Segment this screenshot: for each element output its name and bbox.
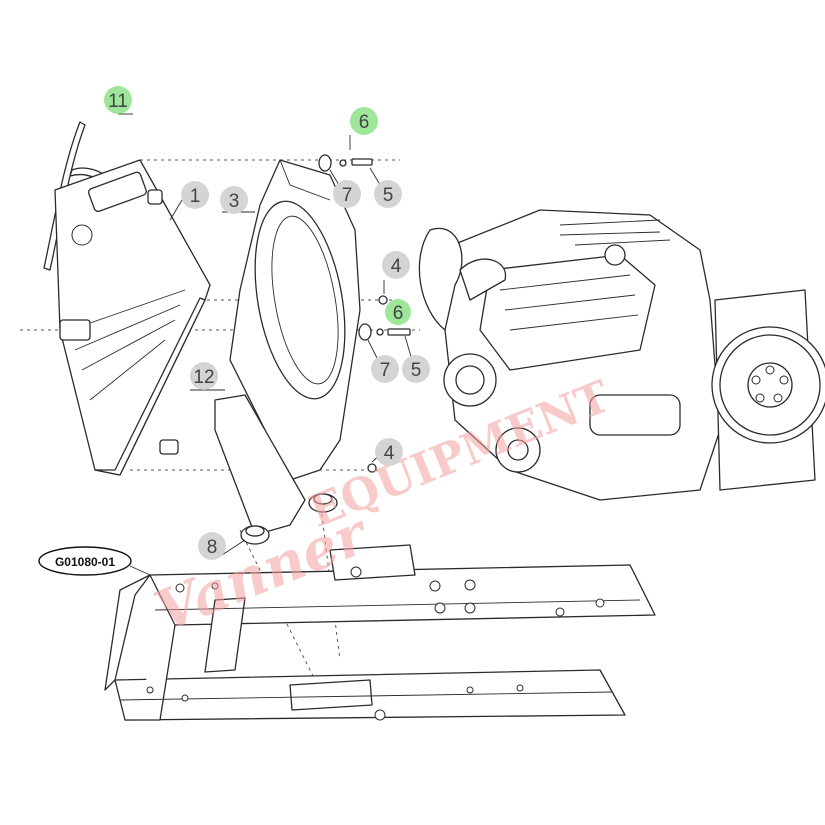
callout-11: 11 [104,86,133,115]
callout-label: 7 [342,185,353,206]
callout-label: 6 [359,112,370,133]
callout-6-top: 6 [349,107,378,150]
callout-1: 1 [169,181,209,221]
callout-5-top: 5 [369,167,402,208]
callout-bubble [190,362,218,390]
assembly-lines [20,159,420,691]
callout-bubble [198,532,226,560]
engine [418,209,825,501]
callout-label: 5 [411,360,422,381]
callout-bubble [220,186,248,214]
callout-4-upper: 4 [382,251,410,294]
callout-7-top: 7 [329,169,361,208]
callout-label: 4 [391,256,402,277]
callout-7-mid: 7 [367,339,399,383]
callout-label: 12 [193,367,214,388]
callout-bubble [402,355,430,383]
callout-label: 6 [393,303,404,324]
diagram-id-text: G01080-01 [55,555,115,569]
callouts: 11 6 1 3 7 5 4 [104,86,430,560]
callout-label: 7 [380,360,391,381]
callout-bubble [374,180,402,208]
callout-bubble [350,107,378,135]
callout-label: 4 [384,443,395,464]
fasteners [318,154,411,473]
callout-bubble [371,355,399,383]
callout-bubble [104,86,132,114]
rubber-mounts [240,493,338,545]
chassis-frame [104,544,656,721]
callout-12: 12 [190,362,225,391]
callout-label: 8 [207,537,218,558]
callout-8: 8 [198,532,246,560]
callout-bubble [181,181,209,209]
callout-bubble [333,180,361,208]
callout-bubble [385,299,411,325]
callout-label: 5 [383,185,394,206]
radiator [54,159,211,476]
callout-6-mid: 6 [385,299,411,325]
fan-shroud [229,159,361,481]
callout-5-mid: 5 [402,335,430,383]
callout-bubble [382,251,410,279]
callout-bubble [375,438,403,466]
callout-3: 3 [220,186,255,214]
callout-label: 3 [229,191,240,212]
fan-guard-plate [214,394,306,536]
frame-holes [146,566,605,721]
diagram-id-label: G01080-01 [38,546,151,576]
callout-label: 1 [190,186,201,207]
callout-label: 11 [108,91,128,112]
callout-4-lower: 4 [371,438,403,466]
